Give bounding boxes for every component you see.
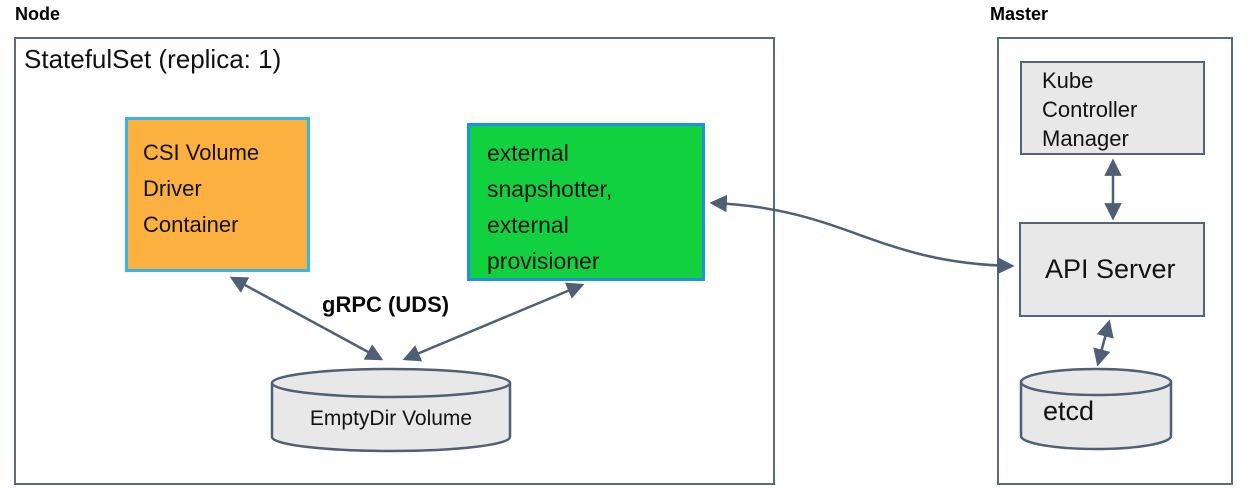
emptydir-volume-label: EmptyDir Volume	[309, 407, 473, 430]
kube-controller-manager-label: Kube Controller Manager	[1042, 68, 1138, 151]
arrow-api-server-to-etcd	[1093, 319, 1114, 367]
arrow-sidecars-to-emptydir	[402, 282, 585, 362]
master-section-label: Master	[990, 4, 1049, 24]
external-sidecars-box: external snapshotter, external provision…	[467, 123, 705, 281]
node-section-label: Node	[15, 4, 60, 24]
csi-volume-driver-label: CSI Volume Driver Container	[143, 140, 260, 237]
csi-volume-driver-box: CSI Volume Driver Container	[125, 117, 310, 272]
etcd-label: etcd	[1043, 396, 1095, 426]
etcd-cylinder	[1019, 367, 1173, 451]
external-sidecars-label: external snapshotter, external provision…	[487, 140, 613, 274]
emptydir-volume-cylinder	[270, 367, 512, 453]
kube-controller-manager-box: Kube Controller Manager	[1020, 61, 1205, 155]
api-server-label: API Server	[1045, 254, 1176, 284]
statefulset-title: StatefulSet (replica: 1)	[24, 44, 282, 74]
arrow-sidecars-to-api-server	[709, 194, 1015, 275]
grpc-uds-label: gRPC (UDS)	[322, 292, 450, 317]
api-server-box: API Server	[1019, 222, 1205, 317]
arrow-csi-to-emptydir	[229, 276, 384, 361]
